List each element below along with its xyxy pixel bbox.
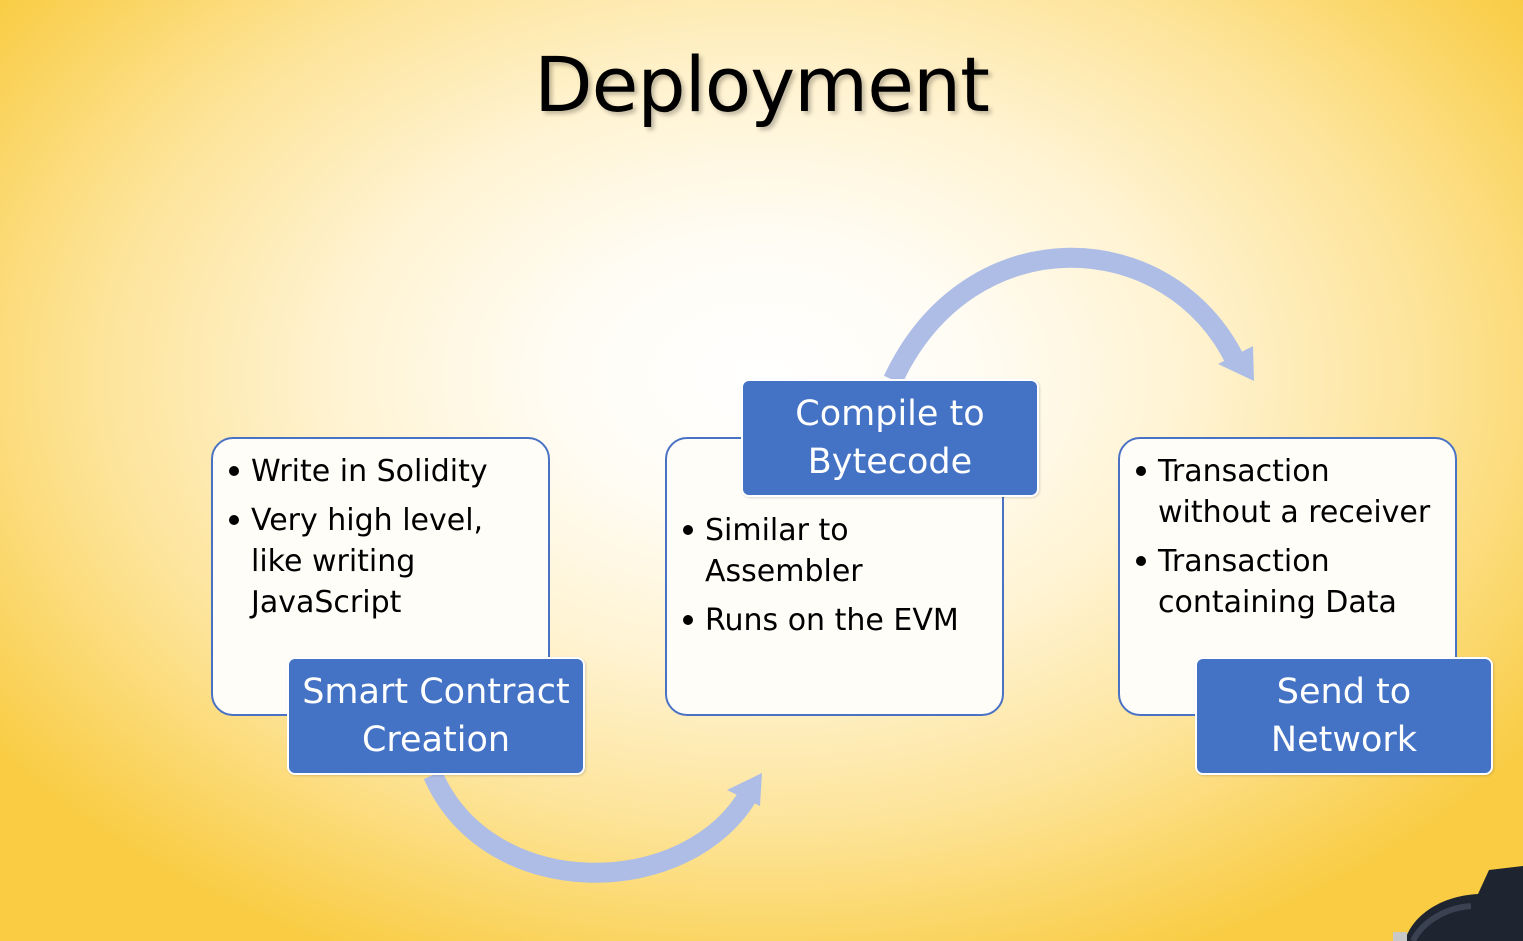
step-1-bullet-2: Very high level, like writing JavaScript xyxy=(227,500,488,623)
step-3-bullets: Transaction without a receiver Transacti… xyxy=(1134,451,1430,631)
curved-arrow-1-to-2 xyxy=(423,770,759,883)
step-2-bullet-1: Similar to Assembler xyxy=(681,510,959,592)
step-3-bullet-2: Transaction containing Data xyxy=(1134,541,1430,623)
presenter-webcam-thumbnail xyxy=(1393,866,1523,941)
step-3-label: Send to Network xyxy=(1195,657,1493,775)
step-1-bullet-1: Write in Solidity xyxy=(227,451,488,492)
step-2-bullet-2: Runs on the EVM xyxy=(681,600,959,641)
step-2-bullets: Similar to Assembler Runs on the EVM xyxy=(681,510,959,649)
curved-arrow-2-to-3 xyxy=(883,247,1246,385)
step-1-label: Smart Contract Creation xyxy=(287,657,585,775)
arrowhead-2-to-3 xyxy=(1218,346,1254,381)
step-1-bullets: Write in Solidity Very high level, like … xyxy=(227,451,488,631)
arrowhead-1-to-2 xyxy=(727,773,762,806)
step-2-label: Compile to Bytecode xyxy=(741,379,1039,497)
step-3-bullet-1: Transaction without a receiver xyxy=(1134,451,1430,533)
slide-title: Deployment xyxy=(534,40,990,129)
